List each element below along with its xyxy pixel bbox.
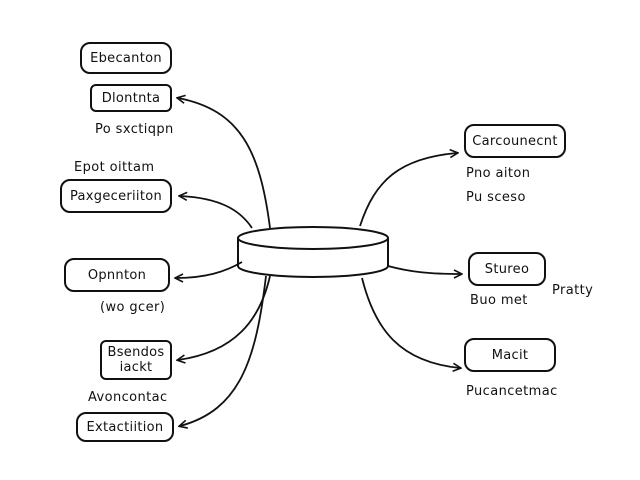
node-paxgeceriiton-heading: Epot oittam (74, 160, 155, 175)
connector-hub-to-paxgeceriiton (180, 196, 253, 229)
connector-hub-to-stureo (387, 265, 461, 274)
node-label: Carcounecnt (472, 133, 558, 149)
node-label: Dlontnta (101, 90, 161, 106)
node-label-line-2: iackt (119, 360, 153, 375)
node-carcounecnt-caption-1: Pno aiton (466, 166, 531, 181)
node-label: Opnnton (87, 267, 147, 283)
node-label: Stureo (484, 261, 530, 277)
connector-hub-to-extactiition (180, 275, 267, 426)
node-label: Macit (491, 347, 529, 363)
node-macit-caption: Pucancetmac (466, 384, 558, 399)
connector-hub-to-macit (361, 277, 460, 368)
node-paxgeceriiton: Paxgeceriiton (60, 179, 172, 213)
connector-hub-to-bsendos (178, 275, 271, 360)
node-opnnton-caption: (wo gcer) (100, 300, 166, 315)
node-bsendos: Bsendos iackt (100, 340, 172, 380)
node-stureo-side-label: Pratty (552, 283, 594, 298)
node-label: Ebecanton (90, 50, 162, 66)
node-carcounecnt: Carcounecnt (464, 124, 566, 158)
node-label: Paxgeceriiton (69, 188, 163, 204)
node-dlontnta: Dlontnta (90, 84, 172, 112)
connector-hub-to-carcounecnt (359, 153, 457, 227)
node-label: Extactiition (86, 419, 164, 435)
connector-hub-to-opnnton (176, 261, 243, 278)
node-macit: Macit (464, 338, 556, 372)
central-hub (237, 226, 389, 278)
node-carcounecnt-caption-2: Pu sceso (466, 190, 526, 205)
node-extactiition: Extactiition (76, 412, 174, 442)
node-label-line-1: Bsendos (107, 345, 165, 360)
node-stureo: Stureo (468, 252, 546, 286)
connector-hub-to-dlontnta (178, 98, 271, 229)
node-stureo-caption: Buo met (470, 293, 528, 308)
node-opnnton: Opnnton (64, 258, 170, 292)
node-dlontnta-caption: Po sxctiqpn (95, 122, 174, 137)
node-ebecanton: Ebecanton (80, 42, 172, 74)
node-bsendos-caption: Avoncontac (88, 390, 168, 405)
